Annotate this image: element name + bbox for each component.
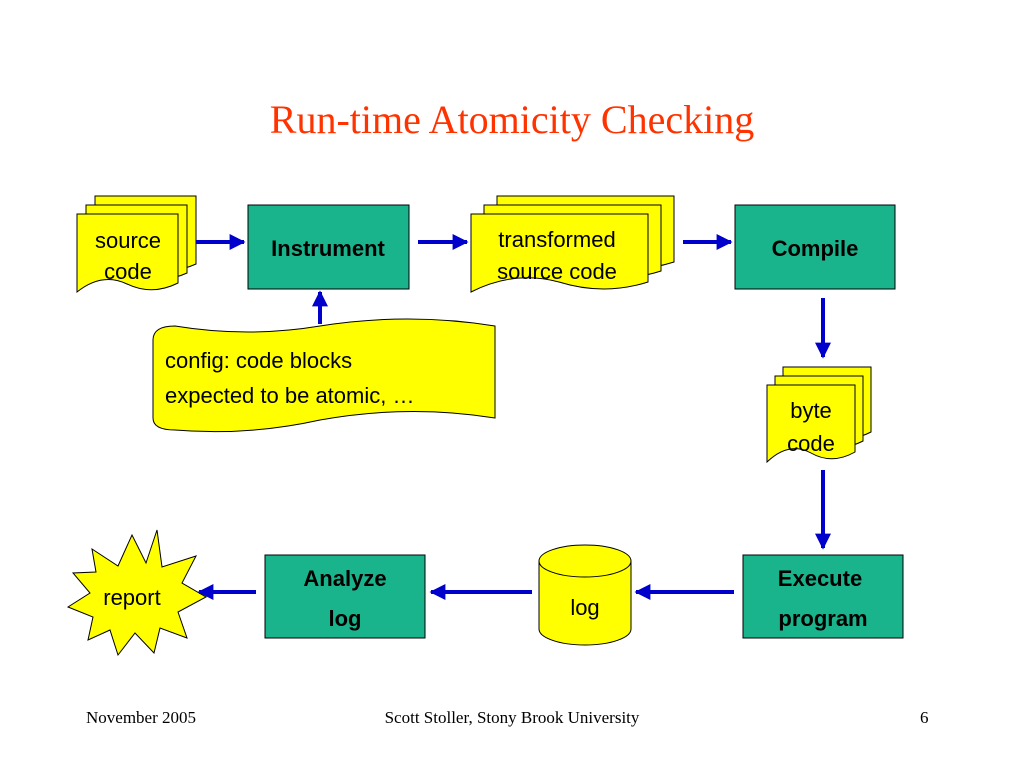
footer-date: November 2005 <box>86 708 197 727</box>
analyze-log-box: Analyze log <box>264 554 426 639</box>
config-label-line1: config: code blocks <box>165 348 352 373</box>
instrument-box: Instrument <box>247 204 410 290</box>
transformed-source-document: transformed source code <box>470 195 675 293</box>
source-code-document: source code <box>76 195 197 294</box>
footer-author: Scott Stoller, Stony Brook University <box>384 708 640 727</box>
analyze-label-line2: log <box>329 606 362 631</box>
flow-arrows <box>196 234 831 600</box>
config-banner: config: code blocks expected to be atomi… <box>152 318 496 433</box>
slide-title: Run-time Atomicity Checking <box>269 97 755 142</box>
log-cylinder-label: log <box>570 595 599 620</box>
footer-page-number: 6 <box>920 708 929 727</box>
config-label-line2: expected to be atomic, … <box>165 383 414 408</box>
byte-code-label-line2: code <box>787 431 835 456</box>
source-code-label-line2: code <box>104 259 152 284</box>
compile-label: Compile <box>772 236 859 261</box>
report-starburst: report <box>66 529 208 657</box>
byte-code-label-line1: byte <box>790 398 832 423</box>
byte-code-document: byte code <box>766 366 872 464</box>
execute-label-line2: program <box>778 606 867 631</box>
compile-box: Compile <box>734 204 896 290</box>
source-code-label-line1: source <box>95 228 161 253</box>
log-cylinder: log <box>538 544 632 646</box>
execute-label-line1: Execute <box>778 566 862 591</box>
report-label: report <box>103 585 160 610</box>
analyze-label-line1: Analyze <box>303 566 386 591</box>
instrument-label: Instrument <box>271 236 385 261</box>
transformed-source-label-line2: source code <box>497 259 617 284</box>
transformed-source-label-line1: transformed <box>498 227 615 252</box>
execute-program-box: Execute program <box>742 554 904 639</box>
